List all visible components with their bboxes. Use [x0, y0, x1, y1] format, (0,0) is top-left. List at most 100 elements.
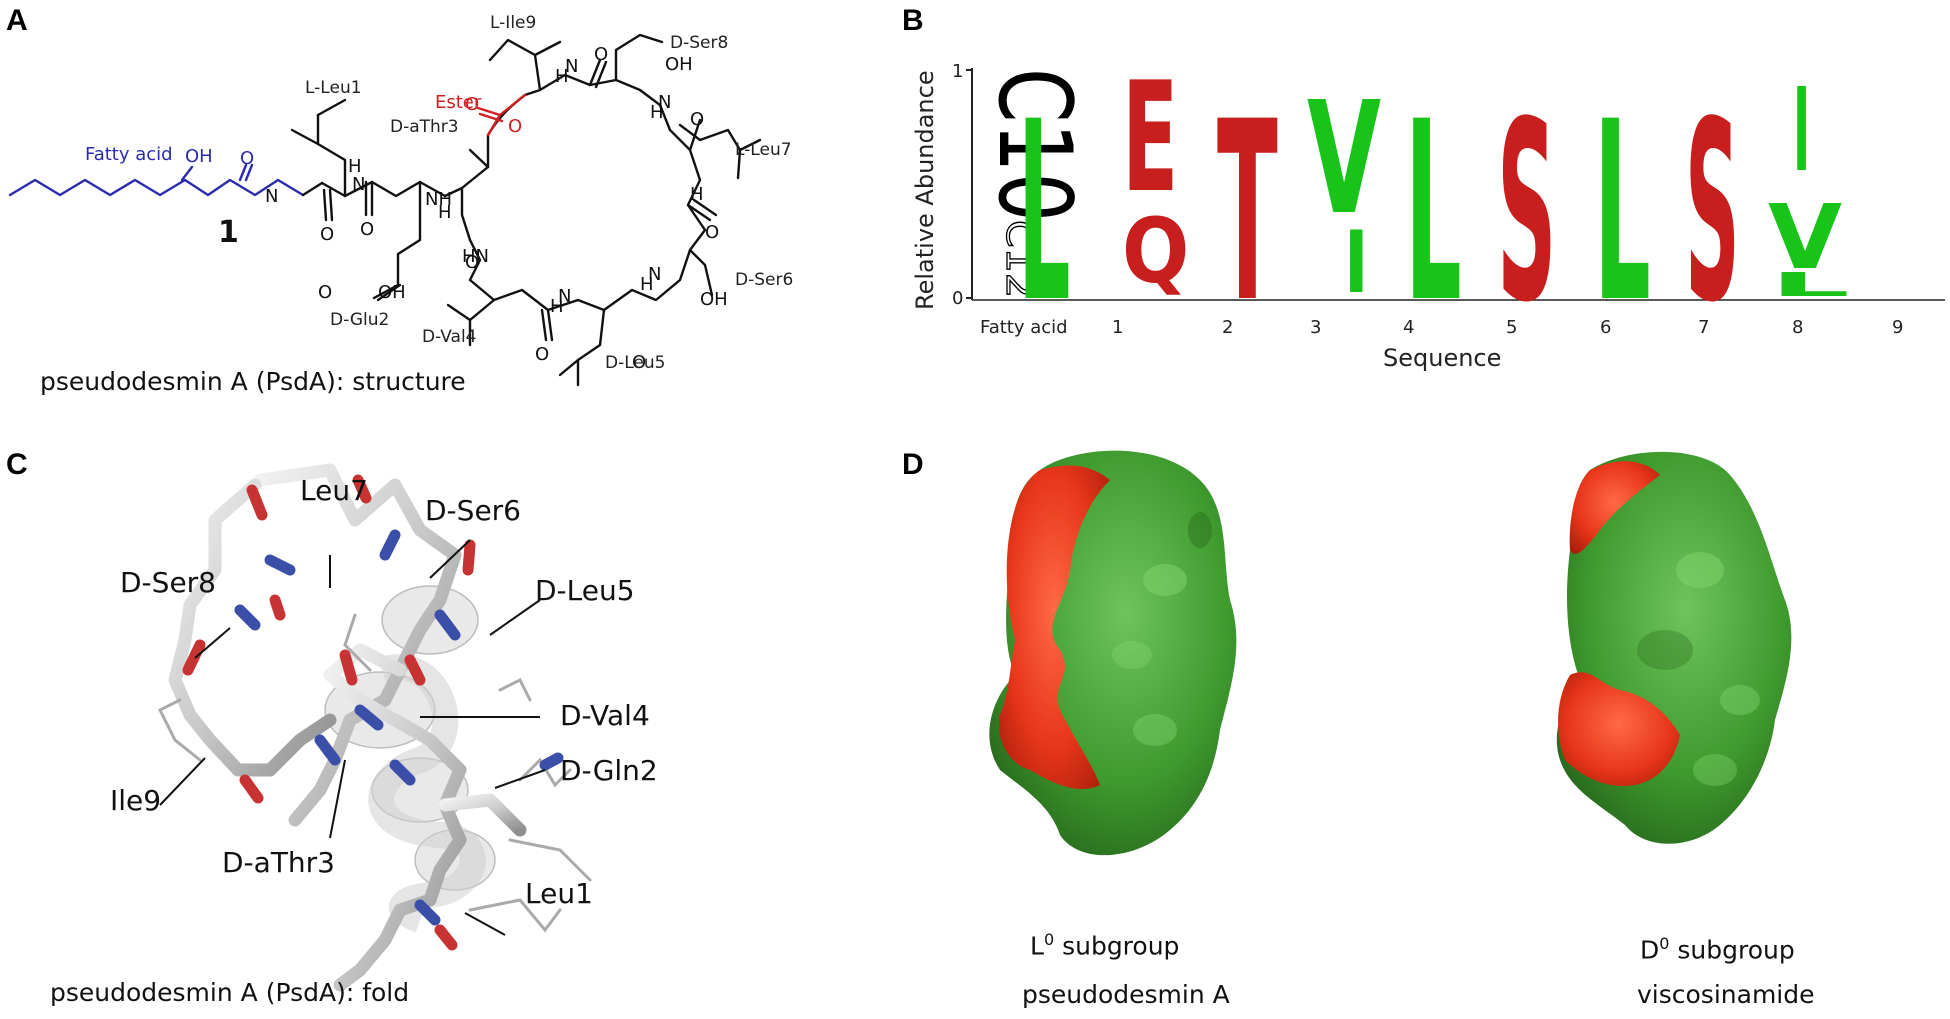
nh-6: H	[640, 274, 654, 295]
residue-ser8: D-Ser8	[670, 33, 728, 53]
residue-ile9: L-Ile9	[490, 13, 536, 33]
residue-val4: D-Val4	[422, 327, 477, 347]
logo-pos9-V: V	[1768, 185, 1843, 289]
molecular-surfaces	[989, 450, 1792, 856]
x-tick-5: 5	[1506, 317, 1517, 338]
glu-oh: OH	[378, 282, 406, 303]
fold-label-athr3: D-aThr3	[222, 846, 335, 879]
logo-pos9-I: I	[1793, 62, 1810, 197]
panel-label-d: D	[902, 448, 924, 481]
co-7: O	[690, 109, 704, 130]
residue-ser6: D-Ser6	[735, 270, 793, 290]
x-axis-label: Sequence	[1383, 344, 1501, 372]
x-tick-1: 1	[1112, 317, 1123, 338]
surface-viscosinamide	[1556, 451, 1792, 844]
residue-leu1: L-Leu1	[305, 78, 362, 98]
nh-5: H	[550, 296, 564, 317]
co-6: O	[705, 222, 719, 243]
logo-pos5-L: L	[1405, 68, 1462, 357]
x-tick-2: 2	[1222, 317, 1233, 338]
logo-pos2-E: E	[1122, 50, 1178, 226]
glu-o: O	[318, 282, 332, 303]
co-5: O	[632, 352, 646, 373]
panel-label-c: C	[6, 448, 28, 481]
ester-label: Ester	[435, 92, 482, 113]
fold-label-ile9: Ile9	[110, 784, 161, 817]
psda-fold-model: Leu7 D-Ser6 D-Ser8 D-Leu5 D-Val4 D-Gln2 …	[110, 463, 658, 992]
logo-pos3-T: T	[1217, 68, 1278, 357]
residue-leu5: D-Leu5	[605, 353, 665, 373]
n-9: N	[565, 56, 578, 77]
logo-pos6-S: S	[1497, 69, 1556, 357]
logo-pos4-V: V	[1307, 69, 1381, 250]
n-5: N	[558, 286, 571, 307]
surface-name-left: pseudodesmin A	[1022, 980, 1230, 1009]
nh-1: H	[348, 156, 362, 177]
fatty-acid-label: Fatty acid	[85, 144, 173, 165]
n-trunc: N	[265, 186, 278, 207]
subgroup-right-sup: 0	[1659, 934, 1670, 953]
x-tick-3: 3	[1310, 317, 1321, 338]
h-7: H	[690, 184, 704, 205]
sequence-logo: Relative Abundance 1 0 C10 C12 L E Q T V…	[911, 50, 1945, 372]
subgroup-left-text: subgroup	[1062, 931, 1180, 961]
panel-label-b: B	[902, 4, 924, 37]
logo-pos9-L: L	[1770, 265, 1850, 304]
x-tick-8: 8	[1792, 317, 1803, 338]
x-tick-fatty-acid: Fatty acid	[980, 317, 1068, 338]
residue-athr3: D-aThr3	[390, 117, 459, 137]
caption-structure: pseudodesmin A (PsdA): structure	[40, 367, 466, 396]
hn-4: HN	[462, 246, 489, 267]
logo-pos2-Q: Q	[1122, 200, 1189, 304]
logo-pos1-L: L	[1018, 69, 1071, 357]
subgroup-right-prefix: D	[1640, 935, 1660, 965]
oh-label: OH	[185, 146, 213, 167]
surface-pseudodesmin-a	[989, 450, 1237, 856]
nh-2: NH	[425, 189, 452, 210]
h-2: H	[438, 202, 452, 223]
nh-8: H	[650, 102, 664, 123]
fold-label-ser8: D-Ser8	[120, 566, 216, 599]
carbonyl-o-2: O	[360, 219, 374, 240]
psda-structure-diagram: Fatty acid OH O N O H N O NH H O OH O O …	[8, 13, 793, 387]
fold-label-leu5: D-Leu5	[535, 574, 635, 607]
fold-label-ser6: D-Ser6	[425, 494, 521, 527]
nh-9: H	[555, 66, 569, 87]
surface-name-right: viscosinamide	[1637, 980, 1815, 1009]
panel-label-a: A	[6, 4, 28, 37]
glyph-c12: C12	[998, 220, 1040, 298]
x-tick-9: 9	[1892, 317, 1903, 338]
carbonyl-o-fa: O	[240, 148, 254, 169]
nh-1-n: N	[352, 174, 365, 195]
fold-label-leu1: Leu1	[525, 877, 593, 910]
ser8-oh: OH	[665, 54, 693, 75]
subgroup-left: L0 subgroup	[1030, 930, 1179, 960]
glyph-c10: C10	[975, 68, 1092, 222]
logo-pos4-I: I	[1344, 214, 1369, 314]
logo-pos7-L: L	[1594, 68, 1651, 357]
x-tick-4: 4	[1403, 317, 1414, 338]
ester-o: O	[465, 94, 479, 115]
n-8: N	[658, 92, 671, 113]
y-axis-label: Relative Abundance	[911, 70, 939, 310]
subgroup-right: D0 subgroup	[1640, 934, 1795, 964]
co-4: O	[535, 344, 549, 365]
ser6-oh: OH	[700, 289, 728, 310]
subgroup-left-sup: 0	[1043, 930, 1055, 949]
compound-number: 1	[218, 215, 239, 250]
subgroup-left-prefix: L	[1030, 931, 1044, 961]
fatty-acid-glyphs: C10 C12	[975, 68, 1092, 299]
x-tick-7: 7	[1698, 317, 1709, 338]
x-tick-6: 6	[1600, 317, 1611, 338]
subgroup-right-text: subgroup	[1677, 935, 1795, 965]
ring-o: O	[508, 116, 522, 137]
y-tick-1: 1	[952, 61, 963, 82]
residue-leu7: L-Leu7	[735, 140, 792, 160]
n-6: N	[648, 264, 661, 285]
fold-label-val4: D-Val4	[560, 699, 650, 732]
fold-label-gln2: D-Gln2	[560, 754, 658, 787]
co-8: O	[594, 44, 608, 65]
caption-fold: pseudodesmin A (PsdA): fold	[50, 978, 410, 1007]
y-tick-0: 0	[952, 288, 963, 309]
residue-glu2: D-Glu2	[330, 310, 389, 330]
